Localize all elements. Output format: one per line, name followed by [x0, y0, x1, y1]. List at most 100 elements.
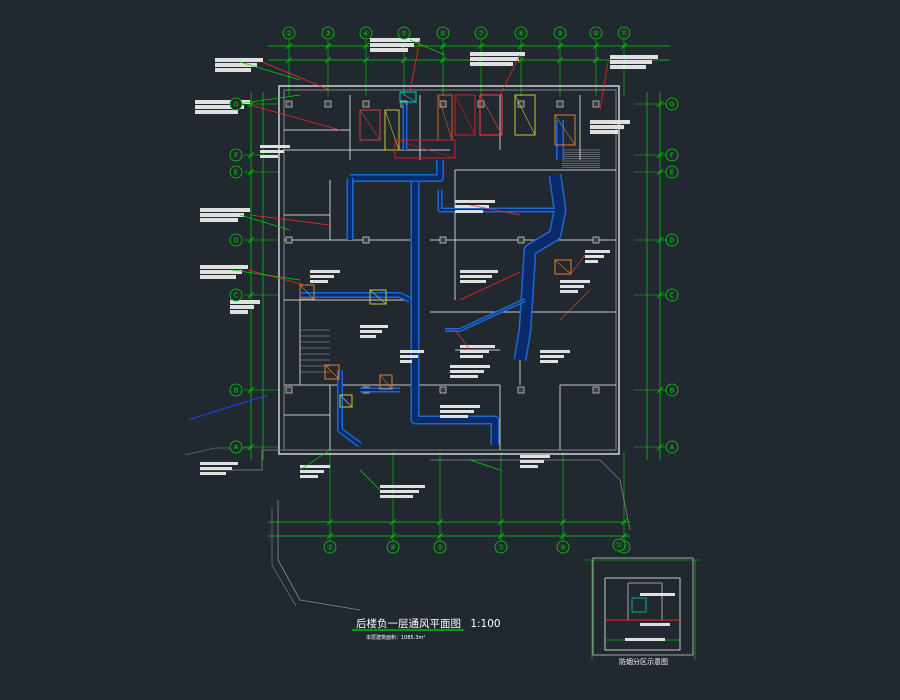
key-plan-annotation	[640, 623, 670, 626]
fan-unit	[554, 259, 572, 275]
axis-bubble-left-label: D	[233, 237, 238, 245]
annotation-text-line	[200, 462, 238, 465]
dim-tick-bottom	[497, 532, 505, 540]
axis-bubble-left-label: A	[234, 444, 239, 452]
annotation-text-line	[200, 472, 226, 475]
axis-bubble-left	[229, 97, 243, 111]
dim-tick-top	[285, 56, 293, 64]
annotation-text-line	[455, 200, 495, 203]
fan-unit	[339, 394, 353, 408]
structural-column	[285, 100, 293, 108]
annotation-text-line	[200, 265, 248, 269]
structural-column	[439, 236, 447, 244]
annotation-text-line	[215, 58, 263, 62]
annotation-text-line	[310, 280, 328, 283]
key-plan-room	[631, 597, 647, 613]
leader-line	[469, 204, 521, 216]
axis-bubble-right	[665, 148, 679, 162]
leader-line-green	[359, 469, 381, 491]
annotation-text-line	[585, 260, 598, 263]
fan-unit	[324, 364, 340, 380]
axis-bubble-top	[321, 26, 335, 40]
dim-tick-right	[656, 151, 664, 159]
leader-line	[249, 104, 341, 131]
drawing-subtitle: 本层建筑面积：1085.3m²	[366, 635, 426, 641]
axis-bubble-top	[589, 26, 603, 40]
fan-unit-diagonal	[454, 94, 476, 136]
annotation-text-line	[590, 130, 618, 134]
branch-duct-lower-left-fill	[338, 370, 361, 447]
annotation-text-line	[520, 465, 538, 468]
dim-tick-top	[477, 42, 485, 50]
fan-unit	[554, 114, 576, 146]
annotation-text-line	[440, 415, 468, 418]
annotation-text-line	[560, 280, 590, 283]
annotation-text-line	[195, 100, 250, 104]
leader-line-green	[239, 61, 301, 81]
annotation-text-line	[230, 300, 260, 304]
fan-unit-diagonal	[437, 94, 453, 141]
annotation-text-line	[460, 280, 486, 283]
axis-bubble-top-label: ⑥	[440, 30, 446, 38]
dim-tick-top	[517, 42, 525, 50]
annotation-text-line	[460, 350, 489, 353]
dim-tick-right	[656, 100, 664, 108]
ventilation-ducts	[300, 105, 567, 448]
axis-bubble-top-label: ⑨	[557, 30, 563, 38]
annotation-text-line	[200, 275, 236, 279]
fan-unit-diagonal	[384, 109, 400, 151]
annotation-text-line	[370, 38, 420, 42]
leader-line-green	[231, 269, 301, 281]
structural-column	[439, 386, 447, 394]
drawing-scale: 1:100	[470, 618, 501, 630]
annotation-text-line	[310, 270, 340, 273]
fan-unit	[479, 94, 503, 136]
axis-bubble-bottom-label: ④	[390, 544, 396, 552]
annotation-text-line	[360, 335, 376, 338]
fan-unit-diagonal	[339, 394, 353, 408]
leader-line	[499, 54, 521, 96]
axis-bubble-right	[665, 440, 679, 454]
axis-bubble-top-label: ③	[325, 30, 331, 38]
leader-line-green	[469, 459, 501, 471]
annotation-text-line	[200, 467, 232, 470]
dim-tick-bottom	[326, 518, 334, 526]
annotation-text-line	[260, 155, 278, 158]
annotation-text-line	[380, 485, 425, 488]
dim-tick-left	[247, 291, 255, 299]
dim-tick-top	[362, 42, 370, 50]
structural-column	[477, 100, 485, 108]
leader-line	[599, 61, 609, 111]
annotation-text-line	[450, 365, 490, 368]
annotation-text-line	[400, 350, 424, 353]
dim-tick-top	[324, 42, 332, 50]
axis-bubble-left	[229, 233, 243, 247]
structural-column	[362, 100, 370, 108]
axis-bubble-bottom	[494, 540, 508, 554]
dim-tick-bottom	[389, 532, 397, 540]
branch-duct-mid-left-fill	[300, 293, 411, 302]
annotation-text-line	[195, 105, 244, 109]
dim-tick-top	[592, 42, 600, 50]
key-plan-annotation	[640, 593, 675, 596]
annotation-text-line	[520, 455, 550, 458]
axis-bubble-top	[436, 26, 450, 40]
annotation-text-line	[540, 355, 564, 358]
fan-unit-diagonal	[299, 284, 315, 300]
annotation-text-line	[450, 370, 484, 373]
leader-line-green	[299, 449, 331, 471]
annotation-text-line	[360, 325, 388, 328]
branch-duct-center-fill	[439, 190, 555, 211]
annotation-text-line	[455, 210, 483, 213]
annotation-text-line	[200, 213, 244, 217]
annotation-text-line	[400, 360, 412, 363]
annotations	[187, 38, 658, 631]
annotation-text-line	[230, 305, 254, 309]
annotation-text-line	[520, 460, 544, 463]
axis-bubble-top-label: ⑤	[401, 30, 407, 38]
branch-duct-right-mid-fill	[445, 299, 526, 331]
fan-unit-diagonal	[399, 91, 417, 103]
inner-wall-face	[283, 89, 617, 451]
axis-bubble-bottom-label: ⑨	[560, 544, 566, 552]
annotation-text-line	[300, 470, 324, 473]
